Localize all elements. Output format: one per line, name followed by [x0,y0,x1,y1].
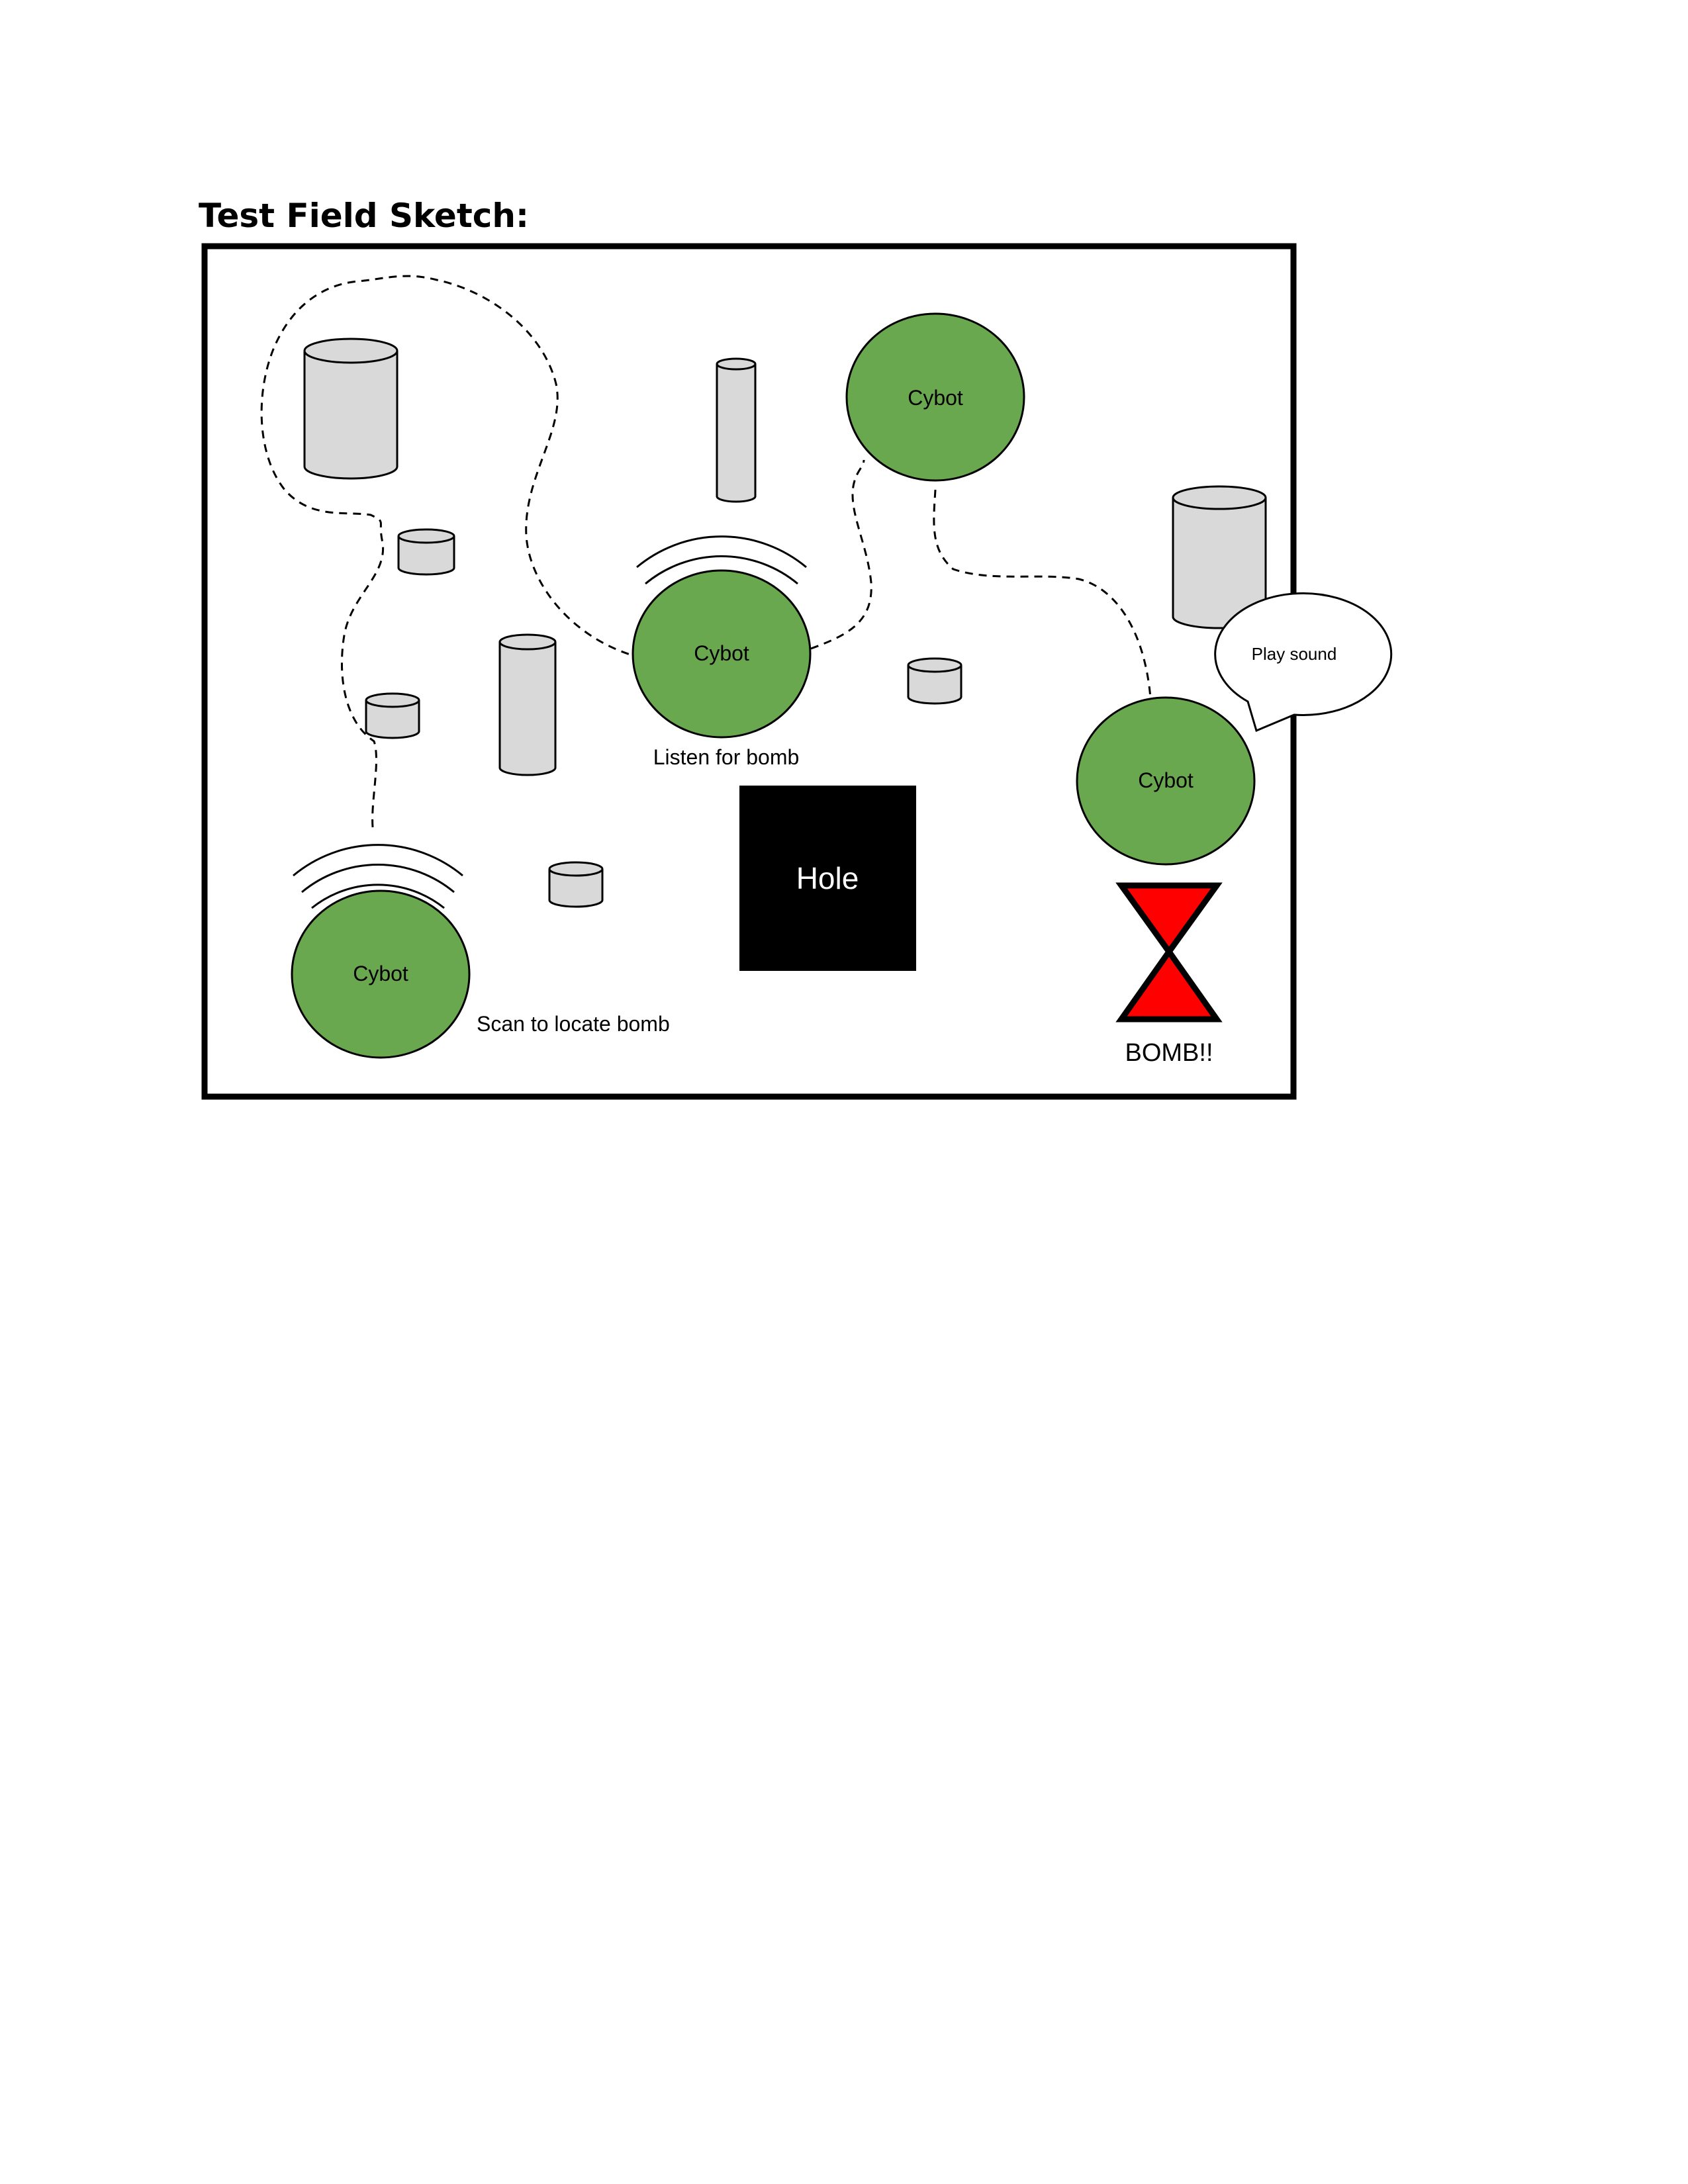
obstacle-small-2 [365,692,420,739]
obstacle-large-right [1172,485,1267,629]
bomb-icon [1115,882,1223,1023]
cybot-label: Cybot [694,641,749,665]
robot-paths [260,275,1152,828]
obstacle-small-1 [397,528,455,576]
cybot-label: Cybot [908,386,963,410]
speech-bubble: Play sound [1214,592,1393,733]
cybot-bottom-left: Cybot [291,889,471,1059]
obstacle-small-3 [548,861,604,908]
path-left-loop [260,275,633,828]
listen-caption: Listen for bomb [653,745,800,769]
bomb: BOMB!! [1115,882,1223,1067]
obstacle-tall-center [716,357,757,503]
scan-caption: Scan to locate bomb [477,1012,670,1036]
sound-wave-bottom-icon [293,844,463,909]
path-top-to-right [933,489,1152,699]
robots: Cybot Cybot Cybot Cybot [291,312,1256,1059]
cybot-label: Cybot [1138,768,1194,792]
hole: Hole [739,786,916,971]
cybot-middle: Cybot [632,569,812,739]
hole-label: Hole [796,861,859,895]
path-middle-to-top [810,459,872,650]
obstacles [303,338,1267,908]
obstacle-large-top-left [303,338,399,480]
obstacle-tall-left [498,633,557,776]
speech-bubble-text: Play sound [1252,644,1337,664]
page-title: Test Field Sketch: [199,197,529,235]
speech-bubble-shape [1214,592,1393,733]
bomb-label: BOMB!! [1125,1039,1213,1067]
cybot-top: Cybot [845,312,1025,482]
cybot-label: Cybot [353,962,408,985]
obstacle-small-4 [907,657,962,705]
cybot-right: Cybot [1076,696,1256,866]
